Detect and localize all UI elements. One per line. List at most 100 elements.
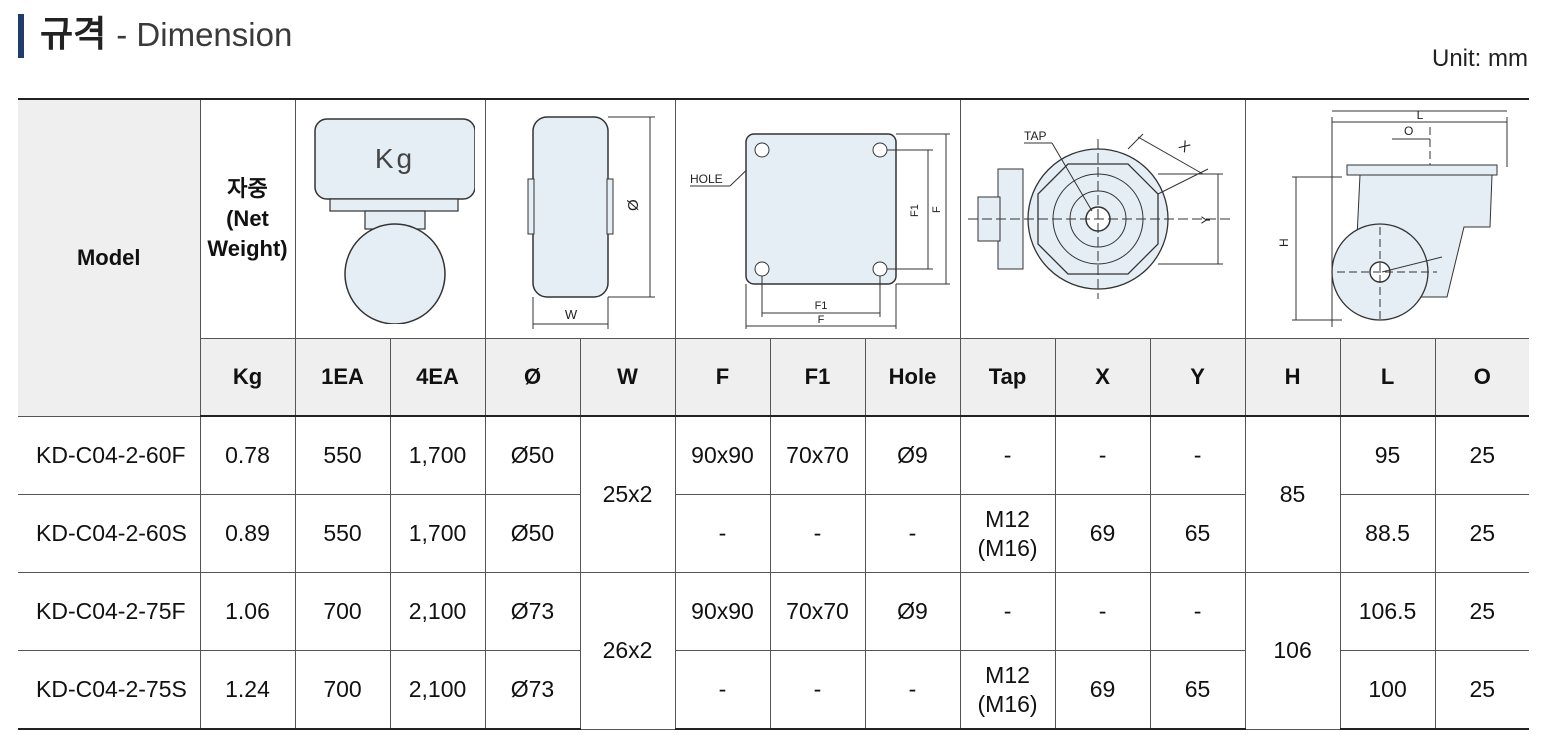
x-cell: 69: [1054, 650, 1151, 730]
l-cell: 106.5: [1339, 572, 1436, 651]
model-cell: KD-C04-2-60F: [18, 415, 201, 495]
tap-cell: -: [959, 572, 1056, 651]
col-x: X: [1054, 338, 1151, 417]
hole-cell: -: [864, 494, 961, 573]
f-cell: 90x90: [674, 415, 771, 495]
hole-cell: Ø9: [864, 572, 961, 651]
load-diagram-cell: Kg: [294, 98, 486, 339]
w-label: W: [565, 307, 578, 322]
phi-cell: Ø73: [484, 572, 581, 651]
x-label: X: [1176, 137, 1194, 156]
phi-cell: Ø50: [484, 494, 581, 573]
tap-diagram-cell: TAP X Y: [959, 98, 1246, 339]
ea1-cell: 550: [294, 415, 391, 495]
plate-diagram-cell: HOLE F1 F F1: [674, 98, 961, 339]
f-cell: -: [674, 494, 771, 573]
f1-cell: -: [769, 650, 866, 730]
col-f1: F1: [769, 338, 866, 417]
tap-line-1: M12: [985, 505, 1030, 532]
col-phi: Ø: [484, 338, 581, 417]
tap-label: TAP: [1024, 129, 1046, 143]
h-label: H: [1277, 238, 1291, 247]
f-cell: -: [674, 650, 771, 730]
x-cell: 69: [1054, 494, 1151, 573]
side-profile-diagram: L O H: [1277, 108, 1508, 327]
table-row: KD-C04-2-75S 1.24 700 2,100 Ø73 - - - M1…: [18, 650, 1530, 730]
f1-vert-label: F1: [909, 204, 921, 217]
o-label: O: [1404, 124, 1413, 138]
y-cell: 65: [1149, 494, 1246, 573]
tap-cell: -: [959, 415, 1056, 495]
x-cell: -: [1054, 415, 1151, 495]
x-cell: -: [1054, 572, 1151, 651]
wheel-diagram-cell: Ø W: [484, 98, 676, 339]
tap-line-2: (M16): [977, 690, 1038, 717]
hole-cell: -: [864, 650, 961, 730]
l-cell: 100: [1339, 650, 1436, 730]
plate-diagram: HOLE F1 F F1: [689, 133, 950, 329]
tap-line-2: (M16): [977, 534, 1038, 561]
h-cell: 85: [1244, 415, 1341, 573]
kg-cell: 0.78: [199, 415, 296, 495]
dimension-table: Model 자중 (Net Weight) Kg: [18, 98, 1530, 730]
ea1-cell: 700: [294, 572, 391, 651]
o-cell: 25: [1434, 650, 1530, 730]
ea4-cell: 2,100: [389, 572, 486, 651]
l-label: L: [1417, 108, 1424, 122]
phi-cell: Ø50: [484, 415, 581, 495]
load-capacity-diagram: Kg: [314, 118, 475, 324]
col-y: Y: [1149, 338, 1246, 417]
w-cell: 25x2: [579, 415, 676, 573]
col-f: F: [674, 338, 771, 417]
net-weight-label-en-2: Weight): [207, 236, 288, 261]
ea1-cell: 700: [294, 650, 391, 730]
ea1-cell: 550: [294, 494, 391, 573]
f-cell: 90x90: [674, 572, 771, 651]
net-weight-label-en-1: (Net: [226, 206, 269, 231]
hole-cell: Ø9: [864, 415, 961, 495]
table-row: KD-C04-2-60S 0.89 550 1,700 Ø50 - - - M1…: [18, 494, 1530, 573]
o-cell: 25: [1434, 415, 1530, 495]
ea4-cell: 2,100: [389, 650, 486, 730]
page-title: 규격 - Dimension: [40, 10, 292, 59]
hole-label: HOLE: [690, 172, 723, 186]
column-header-row: Kg 1EA 4EA Ø W F F1 Hole Tap X Y H L O: [18, 338, 1530, 417]
col-h: H: [1244, 338, 1341, 417]
f1-cell: 70x70: [769, 572, 866, 651]
kg-cell: 1.24: [199, 650, 296, 730]
net-weight-header: 자중 (Net Weight): [199, 98, 296, 339]
col-tap: Tap: [959, 338, 1056, 417]
kg-label: Kg: [375, 143, 415, 174]
f1-label: F1: [814, 300, 827, 312]
table-row: KD-C04-2-60F 0.78 550 1,700 Ø50 25x2 90x…: [18, 415, 1530, 573]
col-4ea: 4EA: [389, 338, 486, 417]
tap-cell: M12(M16): [959, 650, 1056, 730]
kg-cell: 0.89: [199, 494, 296, 573]
f-label: F: [817, 314, 824, 326]
ea4-cell: 1,700: [389, 415, 486, 495]
col-w: W: [579, 338, 676, 417]
phi-cell: Ø73: [484, 650, 581, 730]
o-cell: 25: [1434, 494, 1530, 573]
f1-cell: 70x70: [769, 415, 866, 495]
w-cell: 26x2: [579, 572, 676, 730]
h-cell: 106: [1244, 572, 1341, 730]
col-l: L: [1339, 338, 1436, 417]
col-o: O: [1434, 338, 1530, 417]
ea4-cell: 1,700: [389, 494, 486, 573]
tap-line-1: -: [1003, 598, 1012, 624]
tap-cell: M12(M16): [959, 494, 1056, 573]
kg-cell: 1.06: [199, 572, 296, 651]
title-korean: 규격: [40, 13, 107, 54]
title-english: - Dimension: [116, 16, 293, 53]
unit-label: Unit: mm: [1432, 45, 1528, 72]
f-vert-label: F: [931, 206, 943, 213]
col-kg: Kg: [200, 338, 296, 417]
col-1ea: 1EA: [294, 338, 391, 417]
wheel-side-diagram: Ø W: [527, 116, 655, 329]
net-weight-label-ko: 자중: [227, 176, 268, 201]
phi-label: Ø: [625, 199, 642, 211]
tap-line-1: M12: [985, 661, 1030, 688]
model-cell: KD-C04-2-75F: [18, 572, 201, 651]
diagram-row: Model 자중 (Net Weight) Kg: [18, 98, 1530, 417]
